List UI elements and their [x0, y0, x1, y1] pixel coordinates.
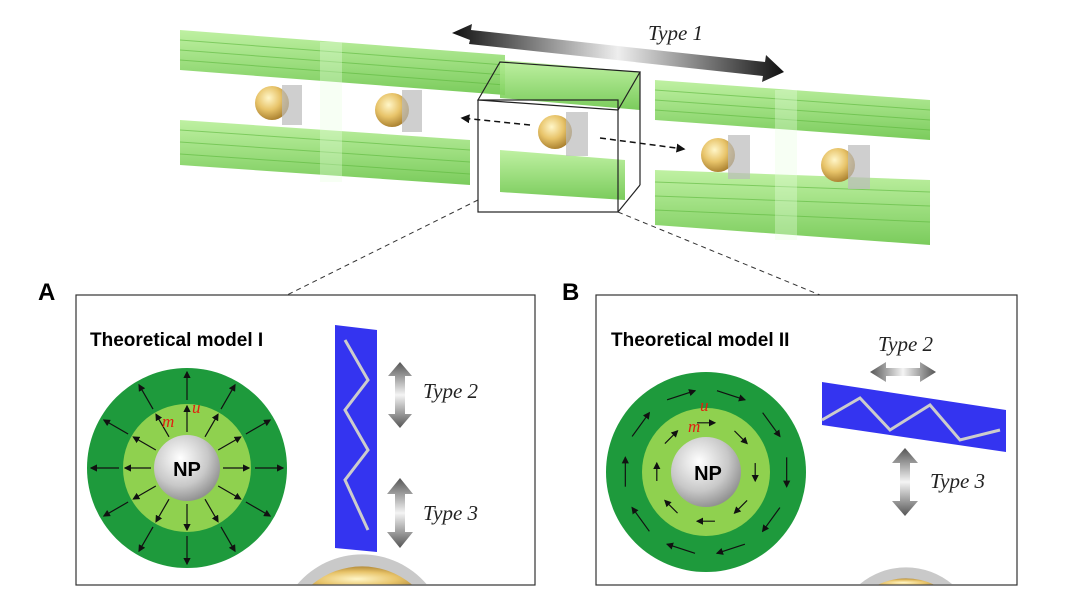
tangential-arrow — [762, 412, 781, 438]
panel-a-letter: A — [38, 279, 55, 306]
type1-arrow — [452, 24, 784, 82]
type3-label: Type 3 — [930, 469, 985, 493]
tangential-arrow — [761, 507, 781, 533]
tangential-arrow — [665, 542, 696, 554]
radial-arrows — [89, 370, 285, 566]
type2-arrow — [870, 362, 936, 382]
gold-nanoparticle — [255, 86, 289, 120]
radial-arrow — [220, 526, 236, 553]
m-vector-label: m — [162, 412, 174, 431]
radial-arrow — [245, 419, 272, 435]
gold-nanoparticle — [375, 93, 409, 127]
u-vector-label: u — [192, 398, 201, 417]
panel-a: A Theoretical model I NP m u Type 2 Type… — [38, 279, 536, 586]
molecule-chain — [821, 396, 1001, 442]
tangential-arrows — [621, 389, 791, 555]
panel-a-title: Theoretical model I — [90, 330, 263, 351]
panel-b-letter: B — [562, 279, 579, 306]
panel-b: B Theoretical model II NP u m Type 2 Typ… — [562, 279, 1018, 586]
tangential-arrow — [666, 389, 697, 401]
radial-arrow — [155, 413, 170, 438]
tangential-arrow — [631, 411, 651, 437]
u-vector-label: u — [700, 396, 709, 415]
np-core — [671, 437, 741, 507]
type2-label: Type 2 — [878, 332, 934, 356]
tangential-arrow — [664, 430, 679, 444]
tangential-arrow — [734, 430, 748, 445]
radial-arrow — [204, 498, 219, 523]
tangential-arrow — [733, 500, 748, 514]
radial-arrow — [155, 498, 170, 523]
middle-nanostructure — [476, 60, 642, 213]
type1-label: Type 1 — [648, 21, 703, 45]
gold-particle-surface — [859, 567, 953, 585]
radial-arrow — [132, 485, 157, 500]
zoom-lines — [286, 199, 821, 296]
radial-arrow — [204, 413, 219, 438]
tangential-arrow — [664, 499, 678, 514]
radial-arrow — [138, 383, 154, 410]
radial-arrow — [132, 436, 157, 451]
type3-label: Type 3 — [423, 501, 478, 525]
np-label: NP — [694, 463, 722, 485]
radial-arrow — [217, 436, 242, 451]
type2-label: Type 2 — [423, 379, 479, 403]
tangential-arrow — [716, 390, 747, 402]
left-nanostructure — [179, 30, 506, 185]
gold-particle-core — [878, 578, 934, 585]
type3-arrow — [387, 478, 413, 548]
blue-layer — [822, 382, 1006, 452]
dashed-arrows — [460, 114, 686, 153]
panel-b-title: Theoretical model II — [611, 330, 789, 351]
type2-arrow — [388, 362, 412, 428]
radial-arrow — [102, 419, 129, 435]
molecule-chain — [343, 339, 370, 531]
radial-arrow — [220, 383, 236, 410]
gold-particle-core — [312, 566, 412, 585]
np-label: NP — [173, 459, 201, 481]
right-nanostructure — [654, 80, 931, 245]
m-vector-label: m — [688, 417, 700, 436]
radial-arrow — [138, 526, 154, 553]
selection-cube — [476, 61, 642, 213]
tangential-arrow — [631, 506, 650, 532]
radial-arrow — [102, 501, 129, 517]
tangential-arrow — [715, 543, 746, 555]
radial-arrow — [245, 501, 272, 517]
type3-arrow — [892, 448, 918, 516]
radial-arrow — [217, 485, 242, 500]
np-core — [154, 435, 220, 501]
